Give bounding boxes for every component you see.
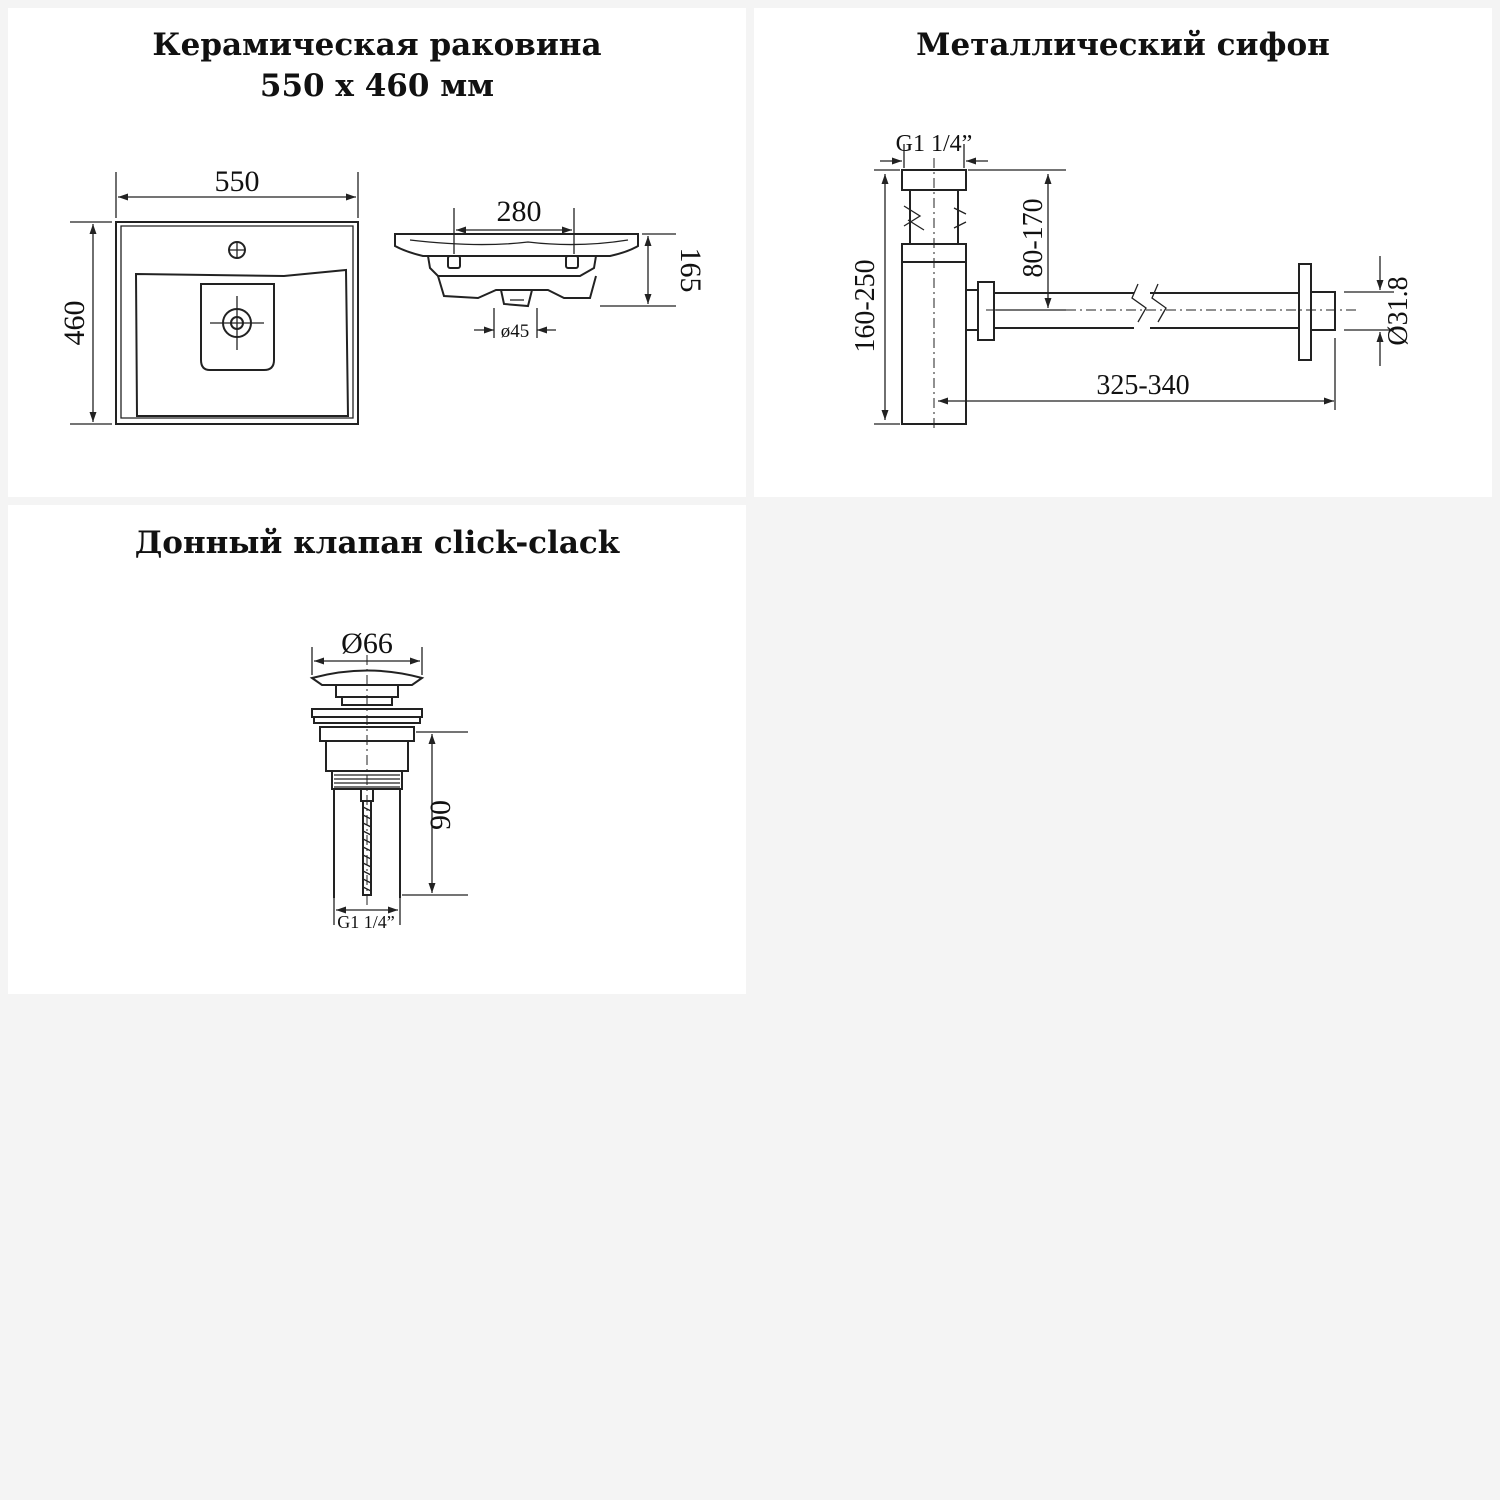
tap-hole-icon — [228, 241, 246, 259]
siphon-length-label: 325-340 — [1096, 370, 1189, 401]
sink-side-view: 280 165 ø45 — [394, 195, 707, 342]
sink-drawing: 550 460 280 165 — [58, 165, 707, 425]
drain-symbol-icon — [210, 296, 264, 350]
valve-thread-label: G1 1/4” — [337, 912, 395, 932]
sink-drain-span-label: 280 — [497, 195, 542, 228]
siphon-height-adjust-label: 80-170 — [1018, 198, 1049, 277]
siphon-thread-label: G1 1/4” — [896, 131, 973, 157]
sink-drain-diam-label: ø45 — [501, 321, 530, 342]
valve-height-label: 90 — [424, 800, 457, 830]
sink-width-label: 550 — [215, 165, 260, 198]
valve-cap-diam-label: Ø66 — [341, 627, 393, 660]
valve-drawing: Ø66 90 G1 1/4” — [309, 627, 468, 932]
valve-panel: Донный клапан click-clack Ø66 90 — [8, 505, 746, 994]
valve-title: Донный клапан click-clack — [134, 525, 620, 561]
sink-title: Керамическая раковина 550 х 460 мм — [8, 25, 746, 107]
siphon-pipe-diam-label: Ø31.8 — [1383, 276, 1414, 345]
siphon-title: Металлический сифон — [916, 27, 1330, 63]
sink-depth-label: 460 — [58, 301, 91, 346]
sink-top-view: 550 460 — [58, 165, 359, 425]
siphon-panel: Металлический сифон G1 1/4” 160-250 — [754, 8, 1492, 497]
sink-height-label: 165 — [674, 248, 707, 293]
siphon-drawing: G1 1/4” 160-250 80-170 Ø31.8 325-340 — [850, 131, 1414, 432]
sink-title-line1: Керамическая раковина — [152, 27, 602, 63]
sink-panel: Керамическая раковина 550 х 460 мм — [8, 8, 746, 497]
siphon-total-height-label: 160-250 — [850, 259, 881, 352]
sink-title-line2: 550 х 460 мм — [259, 68, 495, 104]
